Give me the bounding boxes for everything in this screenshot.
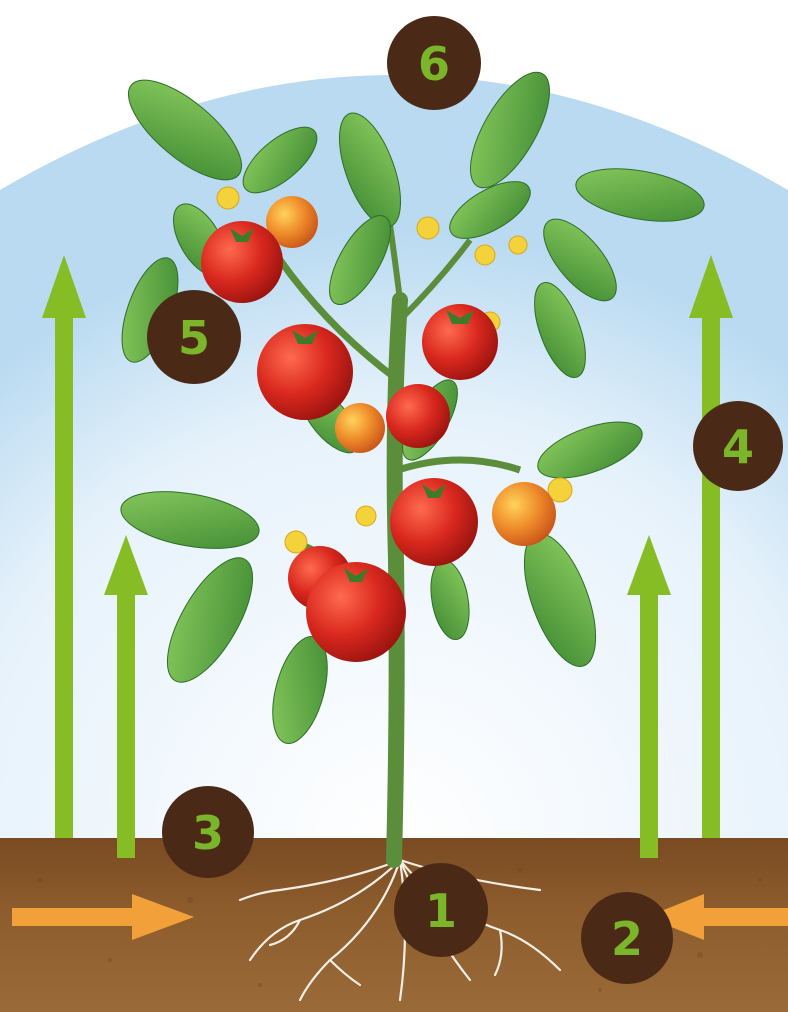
badge-4-label: 4 <box>722 420 754 474</box>
badge-1-label: 1 <box>425 884 457 938</box>
badge-5-label: 5 <box>178 311 210 365</box>
badge-3: 3 <box>162 786 254 878</box>
badge-2-label: 2 <box>611 912 643 966</box>
badge-2: 2 <box>581 892 673 984</box>
badge-3-label: 3 <box>192 806 224 860</box>
badge-6-label: 6 <box>418 37 450 91</box>
badge-4: 4 <box>693 401 783 491</box>
stem <box>394 300 400 860</box>
badge-6: 6 <box>387 16 481 110</box>
badge-5: 5 <box>147 290 241 384</box>
badge-1: 1 <box>394 863 488 957</box>
